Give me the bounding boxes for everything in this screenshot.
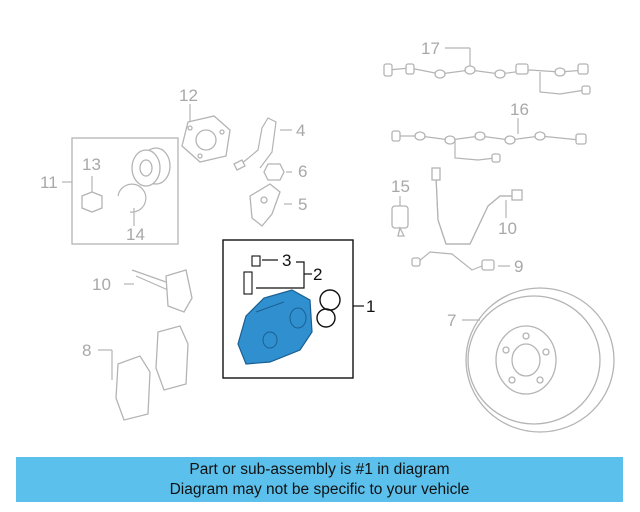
part-9-wear-sensor[interactable] — [411, 251, 510, 271]
part-caliper-highlighted[interactable] — [237, 289, 313, 365]
part-13-nut[interactable] — [81, 176, 103, 213]
part-3-bleeder-screw[interactable] — [251, 255, 278, 267]
part-15-abs-sensor[interactable] — [391, 196, 409, 237]
info-banner: Part or sub-assembly is #1 in diagram Di… — [16, 457, 623, 502]
part-6-clip[interactable] — [263, 163, 292, 181]
callout-2: 2 — [313, 265, 322, 284]
banner-line-part-note: Part or sub-assembly is #1 in diagram — [189, 460, 450, 478]
part-7-brake-rotor[interactable] — [462, 287, 615, 433]
callout-9: 9 — [514, 257, 523, 276]
part-10-pad-hardware[interactable] — [124, 269, 193, 313]
part-8-brake-pads[interactable] — [98, 325, 189, 421]
part-bearing[interactable] — [131, 147, 171, 187]
callout-16: 16 — [510, 100, 529, 119]
part-16-wear-sensor-harness[interactable] — [391, 118, 587, 163]
callout-10-hardware: 10 — [92, 275, 111, 294]
callout-17: 17 — [421, 39, 440, 58]
callout-13: 13 — [82, 155, 101, 174]
callout-4: 4 — [296, 121, 305, 140]
part-2-caliper-bolt[interactable] — [243, 261, 312, 295]
callout-7: 7 — [447, 311, 456, 330]
callout-6: 6 — [298, 162, 307, 181]
part-14-snap-ring[interactable] — [117, 183, 147, 226]
parts-diagram: 17 16 12 4 6 5 — [40, 39, 615, 433]
part-17-wear-sensor-harness[interactable] — [383, 47, 591, 95]
callout-10-hose: 10 — [498, 219, 517, 238]
callout-8: 8 — [82, 341, 91, 360]
callout-5: 5 — [298, 195, 307, 214]
callout-11: 11 — [40, 173, 58, 192]
callout-12: 12 — [179, 86, 198, 105]
callout-1: 1 — [366, 297, 375, 316]
part-4-brake-line[interactable] — [233, 117, 292, 171]
part-caliper-seals[interactable] — [316, 289, 341, 328]
part-5-bracket[interactable] — [249, 183, 292, 227]
part-10-brake-hose[interactable] — [431, 167, 523, 245]
part-12-wheel-hub[interactable] — [181, 104, 231, 163]
callout-3: 3 — [282, 251, 291, 270]
callout-14: 14 — [126, 225, 145, 244]
banner-line-disclaimer: Diagram may not be specific to your vehi… — [169, 480, 470, 498]
callout-15: 15 — [391, 177, 410, 196]
